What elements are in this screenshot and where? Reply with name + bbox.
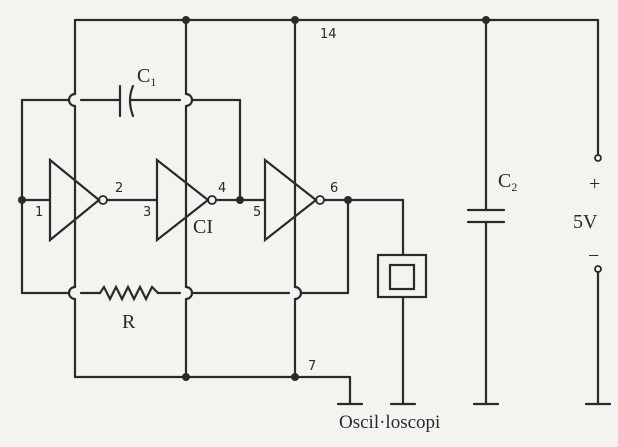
input-node: [18, 98, 52, 204]
supply-vertical-x75: [67, 18, 77, 379]
pin-6-label: 6: [330, 181, 338, 196]
oscilloscope-label: Oscil·loscopi: [339, 412, 440, 433]
pin-2-label: 2: [115, 181, 123, 196]
capacitor-c2: [466, 18, 506, 406]
pin-14-label: 14: [320, 27, 337, 42]
vcc-rail: [73, 16, 600, 24]
pin-3-label: 3: [143, 205, 151, 220]
pin-7-label: 7: [308, 359, 316, 374]
supply-vertical-x186: [184, 18, 194, 379]
resistor-r-loop: [20, 198, 350, 302]
supply-vertical-x295: [293, 18, 303, 379]
pin-4-label: 4: [218, 181, 226, 196]
inverter-gate-2: [155, 157, 267, 243]
power-supply-5v: [584, 18, 612, 406]
minus-sign: −: [588, 245, 599, 267]
inverter-gate-1: [48, 157, 159, 243]
ci-label: CI: [193, 216, 213, 238]
r-label: R: [122, 311, 136, 333]
c2-label: C2: [498, 170, 517, 194]
oscilloscope-symbol: [376, 198, 428, 406]
voltage-label: 5V: [573, 211, 598, 233]
inverter-gate-3: [263, 157, 405, 243]
pin-5-label: 5: [253, 205, 261, 220]
plus-sign: +: [589, 173, 600, 195]
pin-1-label: 1: [35, 205, 43, 220]
c1-label: C1: [137, 65, 156, 89]
capacitor-c1-loop: [20, 84, 242, 202]
ground-rail: [73, 373, 364, 406]
